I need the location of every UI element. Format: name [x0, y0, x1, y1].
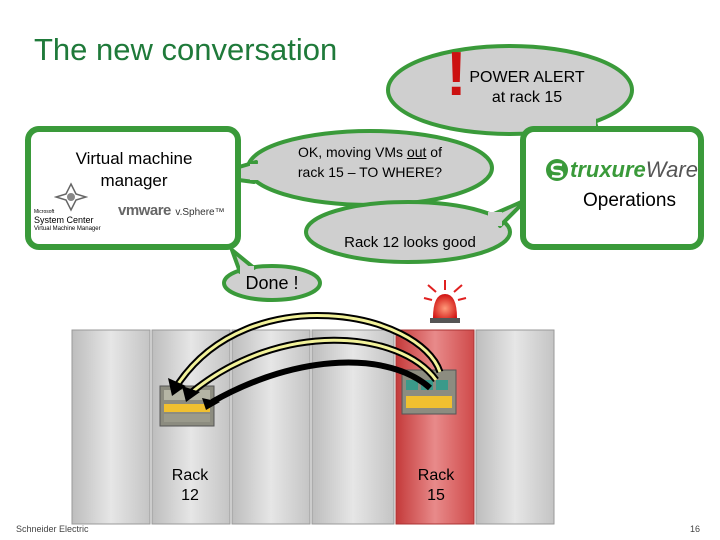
page-number: 16 [690, 524, 701, 534]
moving-vms-bubble [206, 129, 494, 207]
rack-good-text: Rack 12 looks good [344, 234, 476, 251]
slide-title: The new conversation [34, 32, 338, 67]
alarm-beacon-icon [423, 280, 467, 323]
rack-good-bubble [304, 198, 528, 264]
rack12-line2: 12 [181, 487, 199, 504]
struxure-label: truxure [570, 157, 646, 182]
system-center-logo-icon [54, 182, 88, 212]
vmm-label: Virtual Machine Manager [34, 226, 101, 232]
migration-arrows-icon [168, 312, 444, 410]
vmware-logo: vmware v.Sphere™ [118, 202, 225, 220]
rack-cabinet-4 [311, 329, 395, 525]
rack-cabinet-1 [71, 329, 151, 525]
alert-exclamation-icon: ! [446, 40, 467, 109]
vmware-label: vmware [118, 202, 171, 219]
rack-cabinet-3 [231, 329, 311, 525]
rack15-line1: Rack [417, 467, 455, 484]
rack15-line2: 15 [427, 487, 445, 504]
done-bubble [222, 248, 322, 302]
vm-manager-line2: manager [100, 171, 168, 190]
moving-vms-line1: OK, moving VMs out of [298, 144, 442, 160]
footer-brand: Schneider Electric [16, 524, 89, 534]
done-text: Done ! [245, 273, 299, 293]
moving-vms-text: OK, moving VMs out of rack 15 – TO WHERE… [262, 142, 478, 182]
ware-label: Ware [645, 157, 698, 182]
struxureware-logo: truxureWare [570, 157, 698, 183]
vm-manager-line1: Virtual machine [75, 149, 193, 168]
moving-vms-line2: rack 15 – TO WHERE? [297, 164, 443, 180]
struxureware-s-logo-icon [546, 159, 568, 181]
vm-manager-panel [25, 126, 241, 250]
system-center-logo: Microsoft System Center Virtual Machine … [34, 209, 134, 233]
rack12-label: Rack 12 [160, 466, 220, 506]
power-alert-text: POWER ALERT at rack 15 [462, 68, 592, 108]
power-alert-line1: POWER ALERT [469, 69, 585, 86]
rack15-label: Rack 15 [406, 466, 466, 506]
system-center-label: System Center [34, 215, 94, 225]
out-word: out [406, 144, 427, 160]
microsoft-label: Microsoft [34, 209, 55, 215]
operations-panel [520, 126, 704, 250]
vm-manager-title: Virtual machine manager [46, 148, 222, 192]
vsphere-label: v.Sphere™ [175, 207, 225, 218]
power-alert-line2: at rack 15 [491, 89, 563, 106]
rack-cabinet-6 [475, 329, 555, 525]
rack12-line1: Rack [171, 467, 209, 484]
operations-label: Operations [583, 190, 676, 211]
